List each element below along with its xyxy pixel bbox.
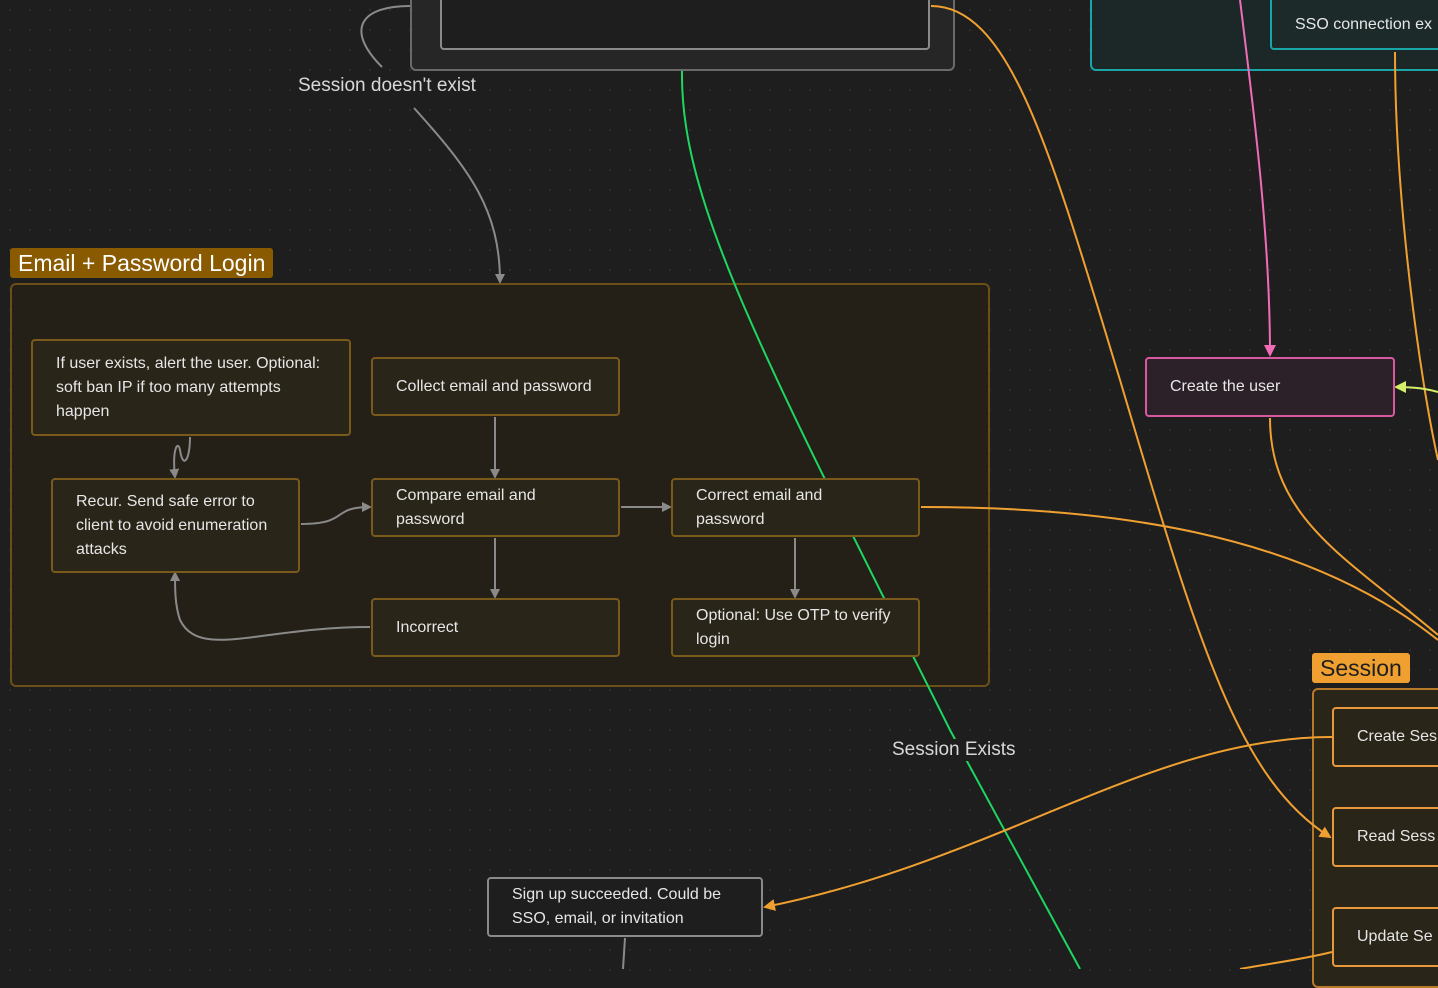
otp-node[interactable]: Optional: Use OTP to verify login xyxy=(671,598,920,657)
email-password-login-label: Email + Password Login xyxy=(10,248,274,278)
edge-create-session-to-signup xyxy=(763,736,1333,911)
read-session-node[interactable]: Read Sess xyxy=(1332,807,1438,867)
update-session-node[interactable]: Update Se xyxy=(1332,907,1438,967)
edge-top-to-read-session xyxy=(930,5,1332,839)
top-node[interactable] xyxy=(440,0,930,50)
edge-sso-down xyxy=(1394,51,1438,461)
signup-succeeded-node[interactable]: Sign up succeeded. Could be SSO, email, … xyxy=(487,877,763,937)
edge-create-user-to-session xyxy=(1269,417,1438,636)
sso-connection-exists-node[interactable]: SSO connection ex xyxy=(1270,0,1438,50)
create-session-node[interactable]: Create Ses xyxy=(1332,707,1438,767)
user-exists-alert-node[interactable]: If user exists, alert the user. Optional… xyxy=(31,339,351,436)
collect-email-node[interactable]: Collect email and password xyxy=(371,357,620,416)
compare-email-node[interactable]: Compare email and password xyxy=(371,478,620,537)
correct-email-node[interactable]: Correct email and password xyxy=(671,478,920,537)
session-label: Session xyxy=(1312,653,1410,683)
edge-session-doesnt-exist xyxy=(413,107,505,284)
session-exists-label: Session Exists xyxy=(890,739,1018,761)
edge-top-loop xyxy=(360,5,411,68)
session-doesnt-exist-label: Session doesn't exist xyxy=(296,75,478,97)
edge-signup-down xyxy=(622,937,626,969)
recur-safe-error-node[interactable]: Recur. Send safe error to client to avoi… xyxy=(51,478,300,573)
edge-lime-to-create-user xyxy=(1394,381,1438,394)
edge-correct-to-session xyxy=(920,506,1438,641)
create-user-node[interactable]: Create the user xyxy=(1145,357,1395,417)
incorrect-node[interactable]: Incorrect xyxy=(371,598,620,657)
